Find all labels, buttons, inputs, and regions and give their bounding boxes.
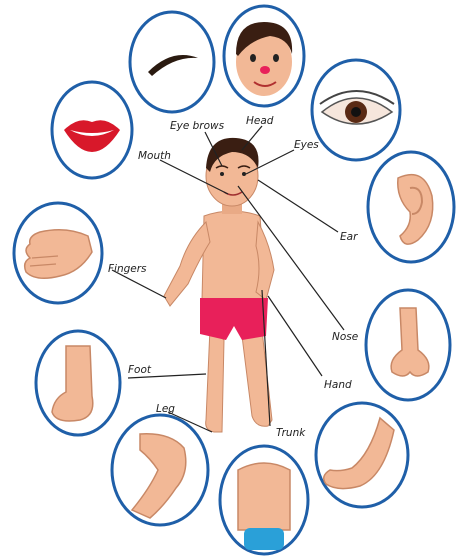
foot-circle xyxy=(36,331,120,435)
ear-line xyxy=(258,180,338,232)
ear-circle xyxy=(368,152,454,262)
nose-circle xyxy=(366,290,450,400)
eyebrow-circle xyxy=(130,12,214,112)
label-head: Head xyxy=(246,115,274,127)
label-fingers: Fingers xyxy=(108,263,147,275)
label-eyes: Eyes xyxy=(294,139,319,151)
fingers-circle xyxy=(14,203,102,303)
label-nose: Nose xyxy=(332,331,358,343)
hand-line xyxy=(268,296,322,376)
label-foot: Foot xyxy=(128,364,152,376)
trunk-circle xyxy=(220,446,308,554)
label-trunk: Trunk xyxy=(276,427,306,439)
head-icon xyxy=(236,22,292,96)
leg-circle xyxy=(112,415,208,525)
mouth-circle xyxy=(52,82,132,178)
label-mouth: Mouth xyxy=(138,150,171,162)
hand-circle xyxy=(316,403,408,507)
eye-circle xyxy=(312,60,400,160)
label-leg: Leg xyxy=(156,403,175,415)
trunk-icon xyxy=(238,463,290,550)
head-circle xyxy=(224,6,304,106)
label-ear: Ear xyxy=(340,231,358,243)
boy-figure xyxy=(164,138,274,432)
label-eyebrows: Eye brows xyxy=(170,120,225,132)
label-hand: Hand xyxy=(324,379,352,391)
